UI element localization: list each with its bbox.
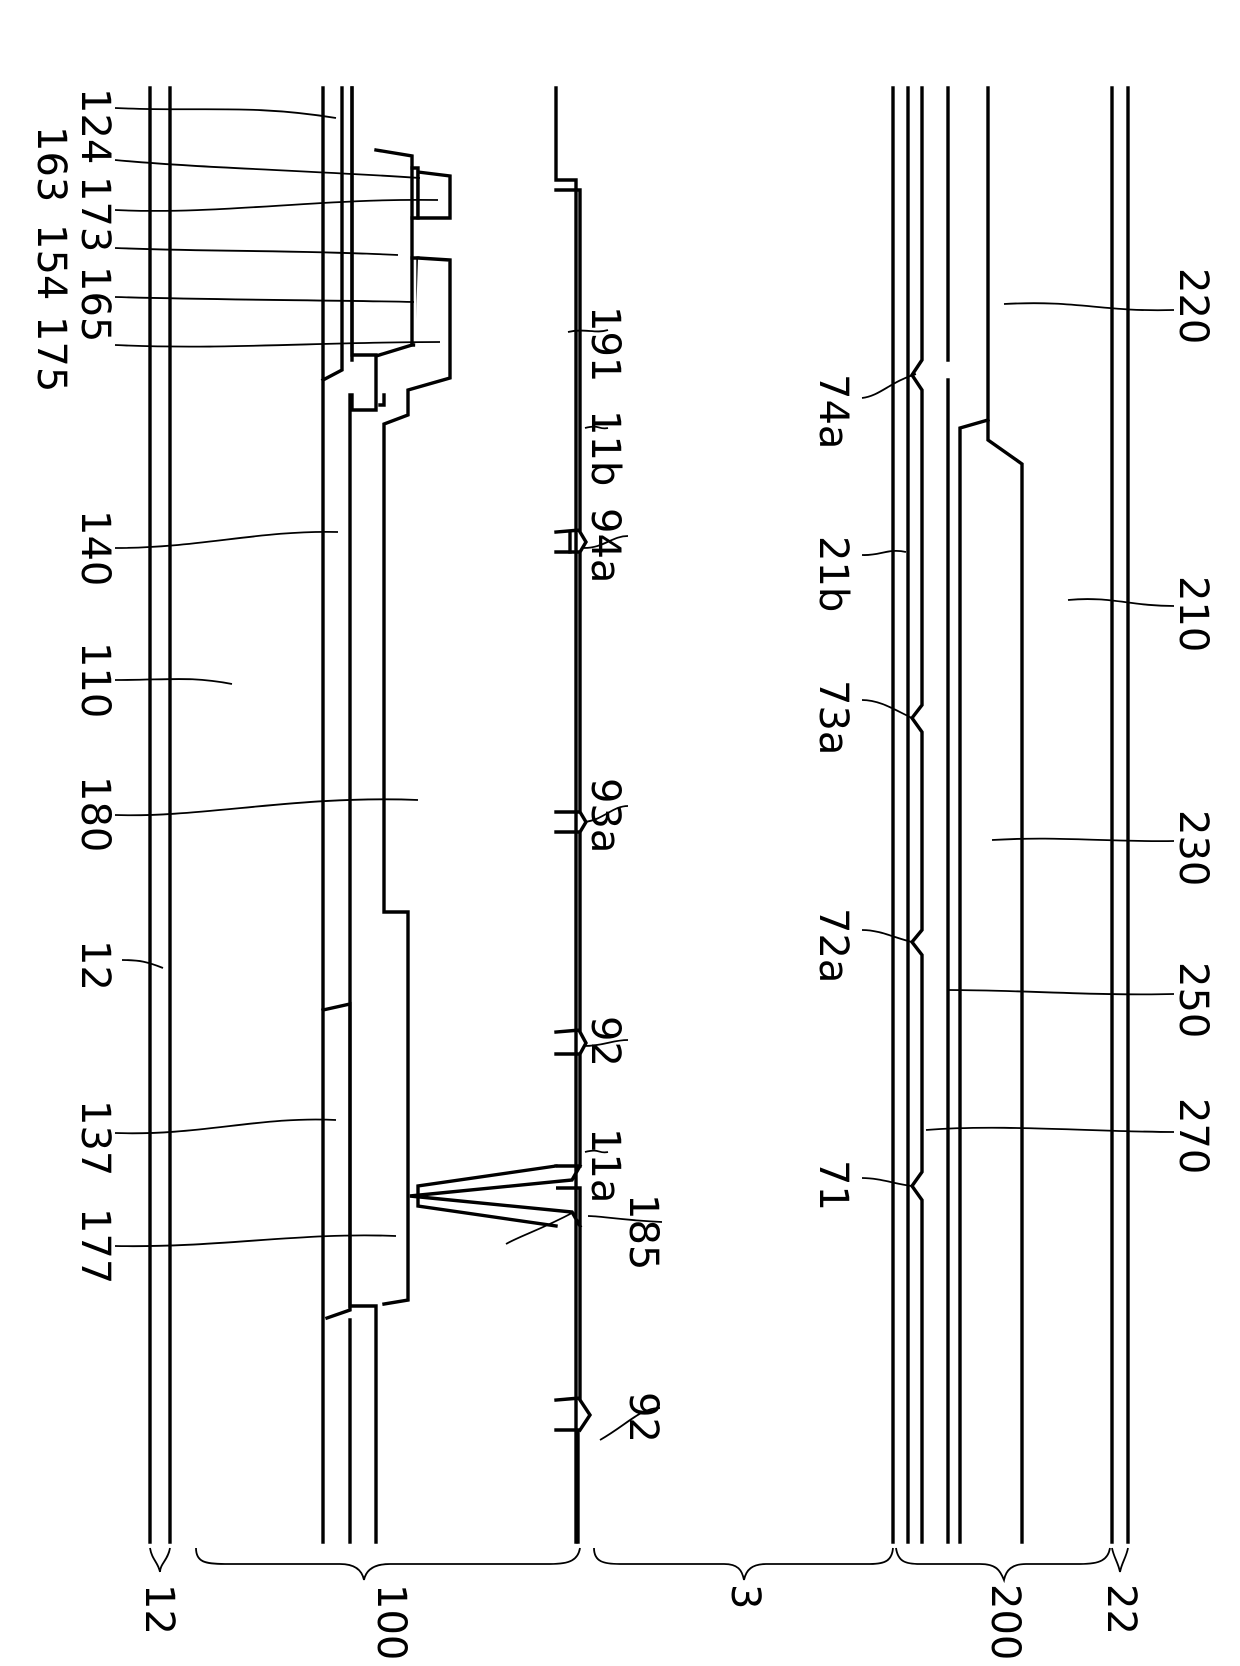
label-165: 165 <box>72 266 118 342</box>
label-210: 210 <box>1170 576 1216 652</box>
pixel-electrode-191-surface <box>556 88 576 1542</box>
label-73a: 73a <box>810 680 856 755</box>
label-94a: 94a <box>582 508 628 583</box>
label-71: 71 <box>810 1160 856 1211</box>
bracket-label-3: 3 <box>722 1584 768 1609</box>
label-group: 124 163 173 154 165 175 140 110 180 12 1… <box>28 88 1216 1660</box>
label-220: 220 <box>1170 268 1216 344</box>
bracket-label-100: 100 <box>368 1584 414 1660</box>
label-180: 180 <box>72 776 118 852</box>
label-173: 173 <box>72 176 118 252</box>
label-72a: 72a <box>810 908 856 983</box>
label-93a: 93a <box>582 778 628 853</box>
label-270: 270 <box>1170 1098 1216 1174</box>
semiconductor-154 <box>376 150 412 356</box>
label-140: 140 <box>72 510 118 586</box>
label-11b: 11b <box>582 410 628 486</box>
contact-hole-185 <box>418 1166 556 1226</box>
label-11a: 11a <box>582 1128 628 1203</box>
label-163: 163 <box>28 126 74 202</box>
gap-92b <box>580 1400 590 1430</box>
passivation-layer-180-step <box>380 395 384 405</box>
label-230: 230 <box>1170 810 1216 886</box>
storage-electrode-137 <box>323 1004 350 1318</box>
label-74a: 74a <box>810 374 856 449</box>
label-177: 177 <box>72 1208 118 1284</box>
label-12: 12 <box>72 940 118 991</box>
source-electrode-173 <box>418 172 450 218</box>
gate-electrode-124 <box>323 88 342 380</box>
label-250: 250 <box>1170 962 1216 1038</box>
label-137: 137 <box>72 1100 118 1176</box>
bottom-braces <box>150 1548 1128 1580</box>
label-92b: 92 <box>620 1392 666 1443</box>
label-124: 124 <box>72 88 118 164</box>
drain-electrode-175 <box>384 258 450 1304</box>
label-92: 92 <box>582 1016 628 1067</box>
light-block-220-step <box>960 420 988 1542</box>
label-154: 154 <box>28 224 74 300</box>
label-175: 175 <box>28 316 74 392</box>
label-185: 185 <box>620 1194 666 1270</box>
label-110: 110 <box>72 642 118 718</box>
gate-insulating-layer-140 <box>350 88 376 1542</box>
label-21b: 21b <box>810 536 856 612</box>
bracket-label-12: 12 <box>136 1584 182 1635</box>
bracket-label-200: 200 <box>982 1584 1028 1660</box>
common-electrode-21b <box>912 88 922 1542</box>
bracket-label-22: 22 <box>1098 1584 1144 1635</box>
label-191: 191 <box>582 306 628 382</box>
light-block-220 <box>988 88 1022 1542</box>
